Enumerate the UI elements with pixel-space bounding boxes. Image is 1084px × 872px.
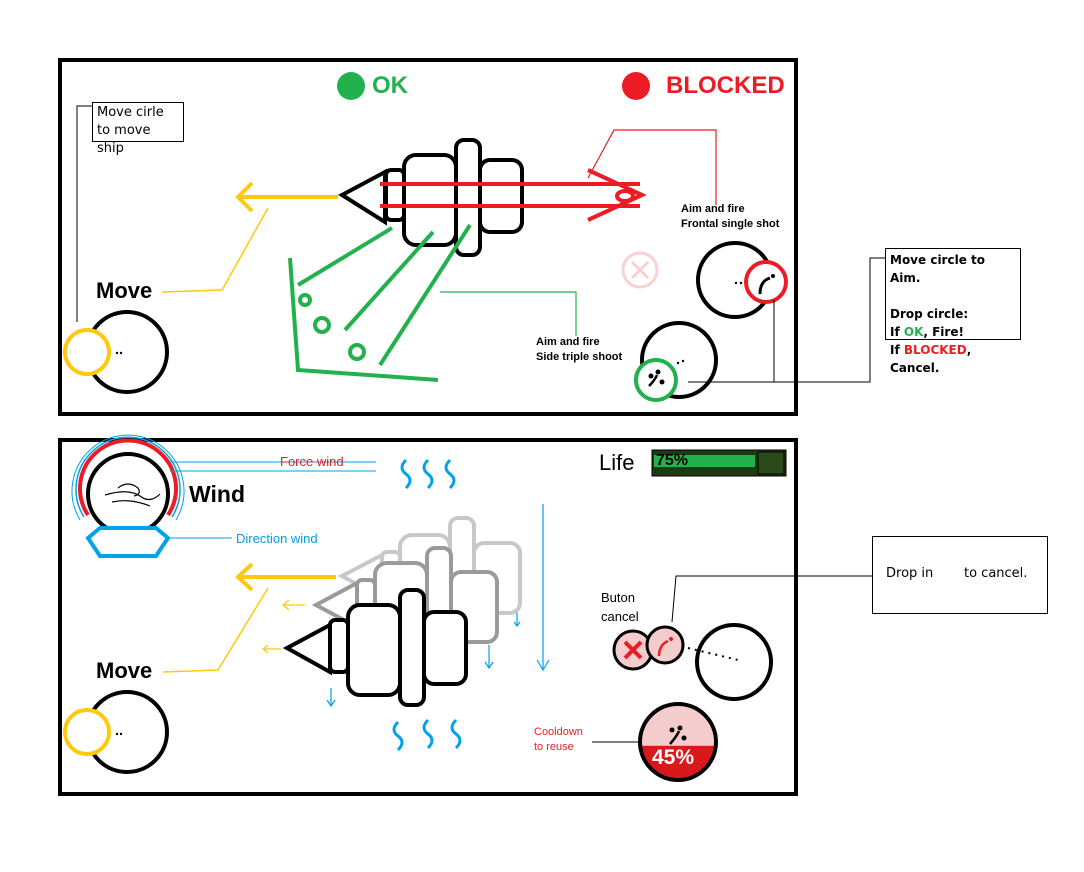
drop-note-suffix: to cancel.	[964, 566, 1028, 581]
aim-note-line	[688, 257, 886, 383]
move-callout-line	[161, 207, 269, 293]
move-ship-note-text: Move cirle to move ship	[97, 105, 164, 156]
cooldown-label-1: Cooldown	[534, 726, 583, 738]
life-bar	[651, 449, 787, 477]
life-label: Life	[599, 450, 635, 475]
move-callout-line-2	[162, 587, 269, 673]
direction-wind-indicator	[85, 526, 171, 558]
move-direction-arrow	[235, 181, 338, 213]
wind-label: Wind	[189, 481, 245, 507]
frontal-aim-knob[interactable]	[645, 625, 685, 665]
move-note-line	[76, 105, 93, 322]
cooldown-label-2: to reuse	[534, 741, 574, 753]
blocked-label: BLOCKED	[666, 72, 785, 99]
move-direction-arrows	[235, 562, 336, 654]
frontal-aim-joystick[interactable]	[696, 241, 788, 319]
cooldown-value: 45%	[652, 746, 695, 769]
cancel-button-callout	[671, 575, 872, 623]
move-label: Move	[96, 658, 153, 683]
move-joystick[interactable]	[63, 690, 169, 774]
frontal-shot-label-2: Frontal single shot	[681, 218, 780, 230]
cancel-button-label-1: Buton	[601, 590, 635, 605]
move-joystick[interactable]	[63, 310, 169, 394]
move-label: Move	[96, 278, 153, 303]
frontal-shot-label-1: Aim and fire	[681, 203, 745, 215]
side-shot-label-1: Aim and fire	[536, 336, 600, 348]
aim-drag-dots	[687, 647, 739, 661]
ok-label: OK	[372, 72, 408, 99]
ok-status-dot	[337, 72, 365, 100]
aim-note-line1: Move circle to Aim.	[890, 253, 985, 285]
aim-note-line4: If BLOCKED, Cancel.	[890, 343, 972, 375]
side-aim-joystick[interactable]	[634, 321, 718, 402]
aim-note-line2: Drop circle:	[890, 307, 969, 321]
aim-note-line3: If OK, Fire!	[890, 325, 964, 339]
life-bar-fill	[654, 455, 755, 467]
wind-squiggles-bottom	[392, 718, 462, 752]
wind-widget	[71, 434, 185, 558]
frontal-shot-arrow	[380, 168, 647, 222]
aim-note: Move circle to Aim. Drop circle: If OK, …	[885, 248, 1021, 375]
move-ship-note: Move cirle to move ship	[92, 102, 184, 156]
frontal-aim-joystick[interactable]	[695, 623, 773, 701]
side-callout-line	[440, 291, 577, 336]
side-shot-label-2: Side triple shoot	[536, 351, 623, 363]
ship	[282, 588, 468, 707]
life-value: 75%	[656, 452, 689, 469]
frontal-callout-line	[587, 129, 717, 205]
wind-squiggles-top	[400, 458, 456, 490]
side-shot-lines	[288, 223, 472, 382]
direction-wind-label: Direction wind	[236, 531, 318, 546]
blocked-status-dot	[622, 72, 650, 100]
drop-cancel-note: Drop in to cancel.	[872, 536, 1048, 614]
drop-note-prefix: Drop in	[886, 566, 934, 581]
force-wind-label: Force wind	[280, 454, 344, 469]
faded-cancel-icon	[621, 251, 659, 289]
cancel-button-label-2: cancel	[601, 609, 639, 624]
